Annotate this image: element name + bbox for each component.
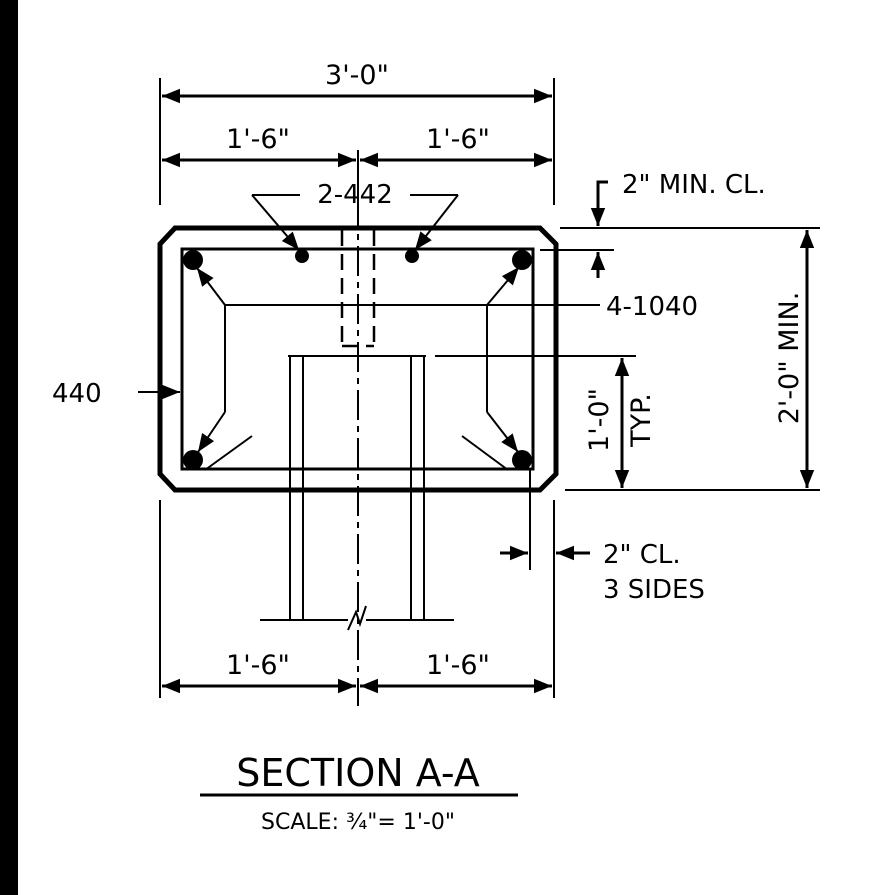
sheet-border (0, 0, 18, 895)
cap-outline (157, 225, 559, 493)
dimension-lines (162, 88, 815, 694)
top-left-half-label: 1'-6" (226, 124, 290, 155)
corner-bar-top-right (512, 250, 532, 270)
leaders (138, 194, 600, 471)
bottom-right-half-label: 1'-6" (426, 650, 490, 681)
top-bars-note: 2-442 (317, 180, 393, 210)
corner-bar-bottom-left (183, 450, 203, 470)
top-bar-right (405, 249, 419, 263)
overall-width-label: 3'-0" (325, 60, 389, 91)
side-clearance-note-line1: 2" CL. (603, 540, 681, 570)
top-bar-left (295, 249, 309, 263)
section-title: SECTION A-A (236, 751, 480, 795)
top-clearance-note: 2" MIN. CL. (622, 170, 766, 200)
corner-bars-note: 4-1040 (606, 292, 698, 322)
corner-bar-bottom-right (512, 450, 532, 470)
depth-label: 2'-0" MIN. (774, 292, 805, 425)
extension-lines (159, 78, 820, 698)
embed-label: 1'-0" (584, 388, 615, 452)
embed-typ-label: TYP. (626, 393, 657, 448)
stirrup-note: 440 (52, 379, 102, 409)
corner-bar-top-left (183, 250, 203, 270)
scale-label: SCALE: ¾"= 1'-0" (261, 810, 455, 835)
bottom-left-half-label: 1'-6" (226, 650, 290, 681)
top-right-half-label: 1'-6" (426, 124, 490, 155)
rebar-dots (183, 249, 532, 470)
side-clearance-note-line2: 3 SIDES (603, 575, 705, 605)
